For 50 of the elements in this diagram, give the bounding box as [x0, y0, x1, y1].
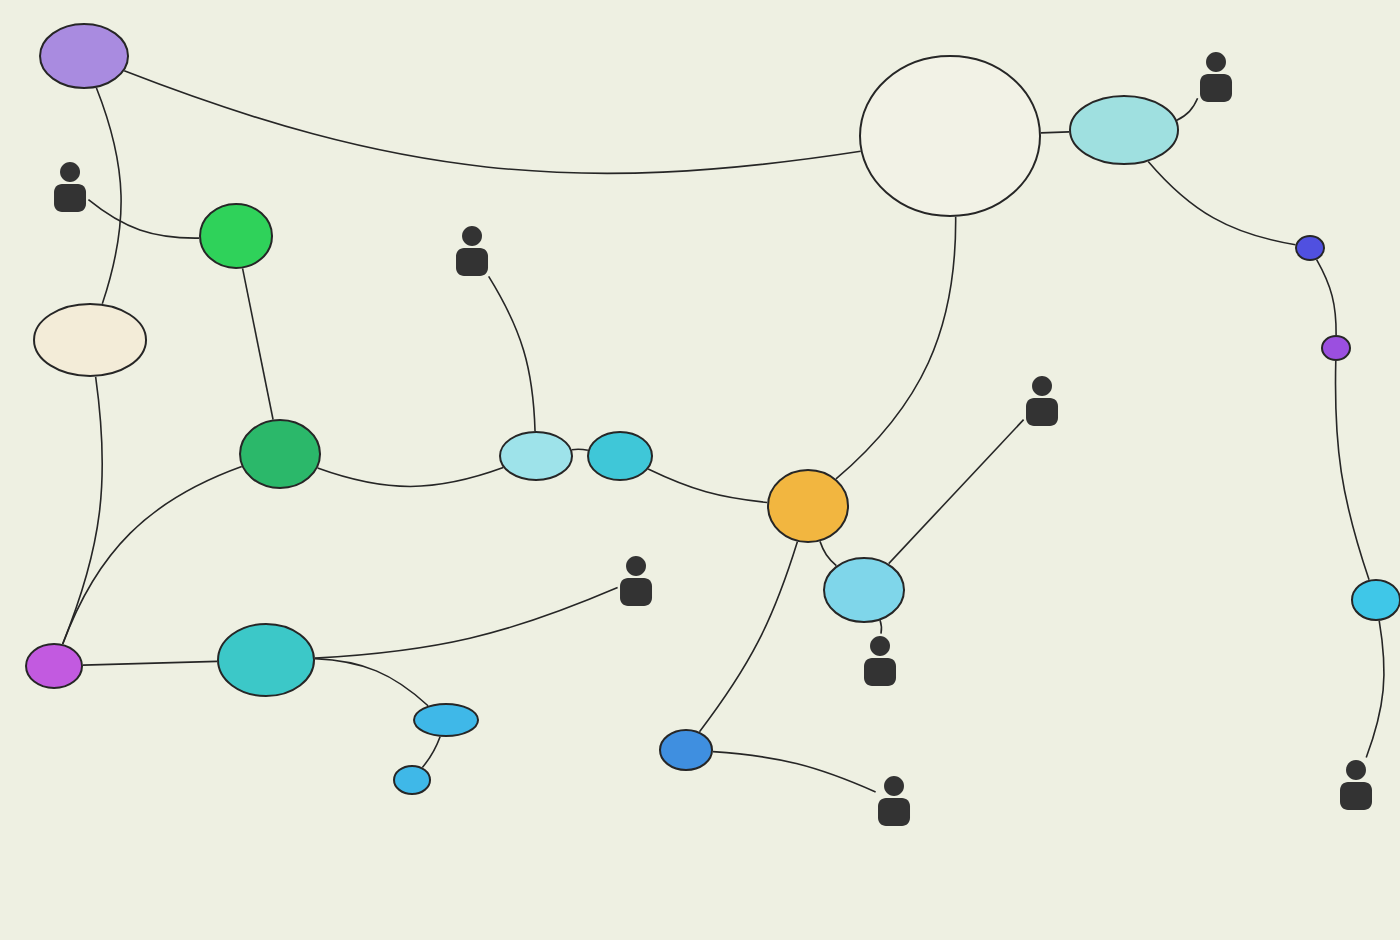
bubble	[859, 55, 1041, 217]
bubble	[25, 643, 83, 689]
connector-line	[314, 586, 619, 659]
connector-line	[1334, 360, 1370, 581]
connector-line	[61, 376, 104, 645]
bubble	[1069, 95, 1179, 165]
bubble	[239, 419, 321, 489]
connector-line	[712, 750, 877, 793]
connector-line	[123, 70, 862, 175]
connector-line	[835, 216, 957, 480]
person-icon	[54, 162, 86, 212]
connector-line	[316, 466, 505, 488]
person-icon	[456, 226, 488, 276]
connector-line	[487, 275, 536, 432]
connector-line	[87, 198, 200, 239]
person-icon	[864, 636, 896, 686]
bubble	[199, 203, 273, 269]
person-icon	[1200, 52, 1232, 102]
connector-line	[571, 448, 589, 452]
bubble	[413, 703, 479, 737]
connector-line	[1365, 620, 1385, 759]
connector-line	[314, 657, 429, 707]
person-icon	[1026, 376, 1058, 426]
connector-line	[1040, 131, 1070, 134]
bubble	[587, 431, 653, 481]
connector-line	[819, 540, 838, 567]
bubble	[1351, 579, 1400, 621]
connector-line	[95, 86, 122, 305]
bubble	[217, 623, 315, 697]
bubble	[39, 23, 129, 89]
person-icon	[1340, 760, 1372, 810]
bubble	[767, 469, 849, 543]
connector-line	[1147, 160, 1297, 246]
connector-line	[421, 735, 441, 769]
bubble	[659, 729, 713, 771]
bubble	[33, 303, 147, 377]
connector-line	[82, 660, 218, 666]
connector-line	[698, 540, 799, 733]
bubble	[393, 765, 431, 795]
bubble	[499, 431, 573, 481]
connector-line	[62, 465, 243, 645]
person-icon	[620, 556, 652, 606]
connector-line	[879, 619, 883, 635]
connector-line	[1176, 97, 1199, 122]
person-icon	[878, 776, 910, 826]
connector-line	[887, 418, 1025, 565]
connector-line	[1315, 258, 1337, 336]
connector-line	[647, 468, 768, 504]
connector-line	[241, 267, 274, 421]
bubble	[823, 557, 905, 623]
